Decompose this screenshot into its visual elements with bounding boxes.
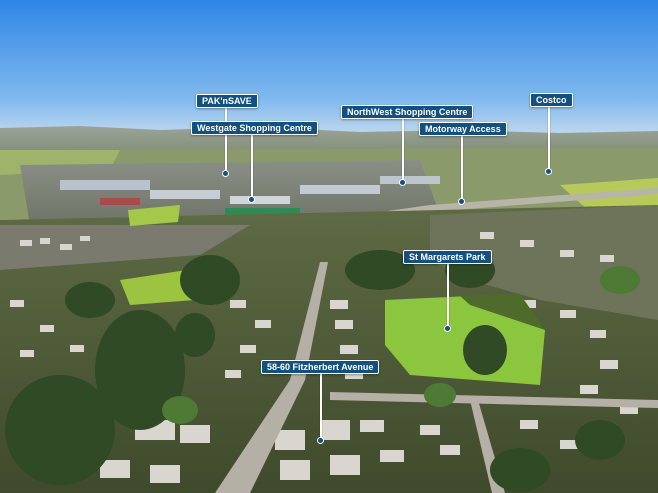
callout-stem — [548, 105, 550, 171]
callout-label-costco: Costco — [530, 93, 573, 107]
callout-label-northwest: NorthWest Shopping Centre — [341, 105, 474, 119]
callout-label-st-margarets: St Margarets Park — [403, 250, 492, 264]
motorway — [0, 188, 658, 273]
callout-marker — [317, 437, 324, 444]
callout-stem — [461, 135, 463, 201]
trees — [5, 250, 625, 492]
callout-marker — [222, 170, 229, 177]
sky — [0, 0, 658, 140]
house-roofs — [10, 232, 638, 483]
callout-marker — [545, 168, 552, 175]
callout-label-westgate: Westgate Shopping Centre — [191, 121, 318, 135]
callout-label-property: 58-60 Fitzherbert Avenue — [261, 360, 380, 374]
callout-marker — [399, 179, 406, 186]
callout-marker — [444, 325, 451, 332]
callout-stem — [320, 373, 322, 439]
callout-stem — [225, 107, 227, 173]
commercial-area — [20, 160, 440, 225]
callout-stem — [251, 134, 253, 198]
callout-stem — [402, 118, 404, 182]
callout-marker — [458, 198, 465, 205]
callout-marker — [248, 196, 255, 203]
callout-label-paknsave: PAK'nSAVE — [196, 94, 258, 108]
callout-stem — [447, 263, 449, 327]
callout-label-motorway: Motorway Access — [419, 122, 507, 136]
fitzherbert-avenue-road — [215, 262, 328, 493]
